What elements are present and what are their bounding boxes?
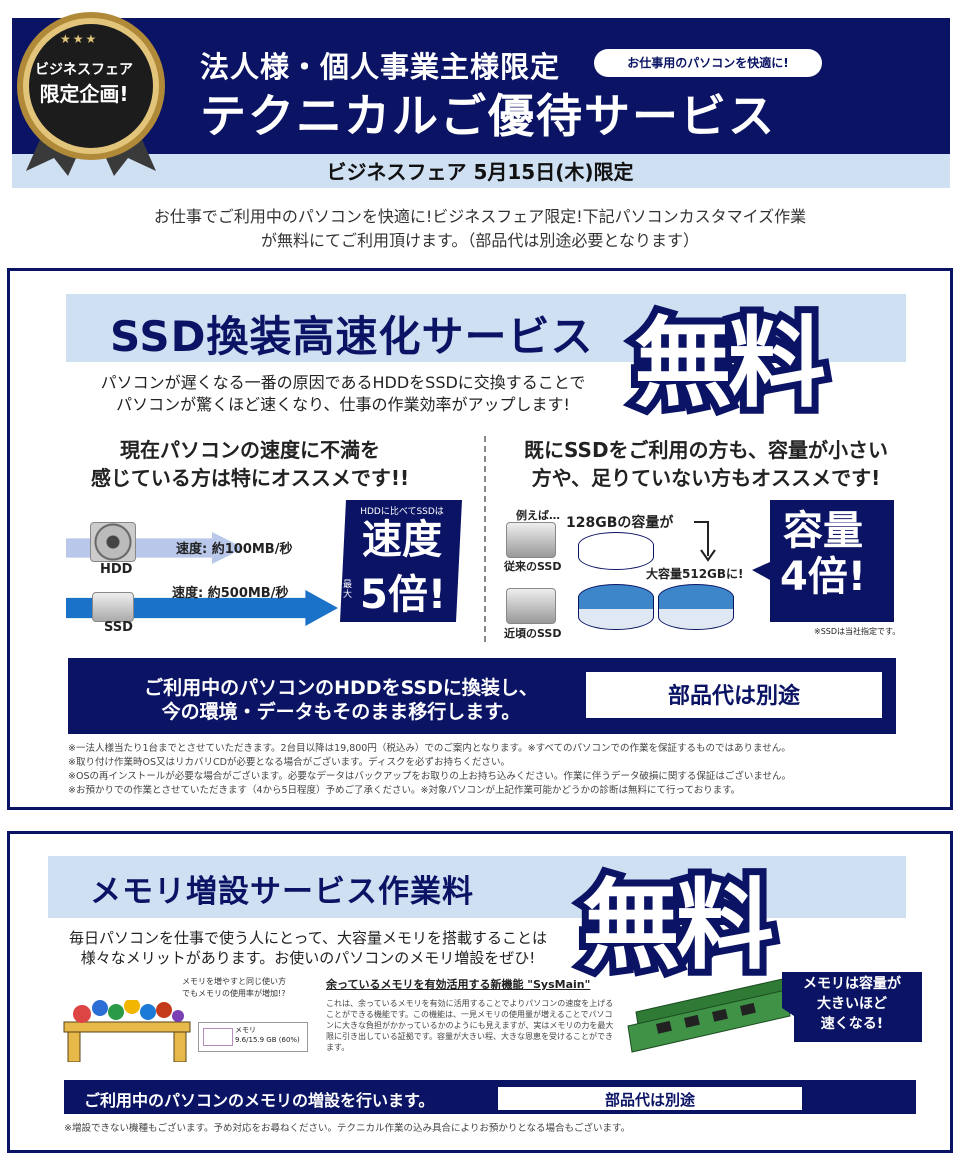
memory-badge-line3: 速くなる! (820, 1016, 884, 1032)
new-ssd-label: 近頃のSSD (504, 627, 562, 640)
memory-question-line2: でもメモリの使用率が増加!? (182, 989, 286, 998)
ssd-speed: 速度: 約500MB/秒 (172, 586, 289, 601)
header-title-small: 法人様・個人事業主様限定 (200, 50, 561, 84)
fair-badge-icon (17, 12, 165, 176)
ssd-notes: ※一法人様当たり1台までとさせていただきます。2台目以降は19,800円（税込み… (68, 742, 898, 798)
badge-stars: ★★★ (60, 32, 99, 46)
memory-parts-text: 部品代は別途 (604, 1091, 695, 1109)
badge-line1: ビジネスフェア (35, 62, 133, 78)
capacity-note: ※SSDは当社指定です。 (814, 627, 901, 636)
badge-text: ビジネスフェア 限定企画! (28, 58, 140, 106)
ssd-summary-text: ご利用中のパソコンのHDDをSSDに換装し、 今の環境・データもそのまま移行しま… (96, 676, 586, 724)
example-label: 例えば… (516, 509, 560, 522)
capacity-text: 容量 4倍! (752, 508, 894, 600)
memory-usage-box: メモリ 9.6/15.9 GB (60%) (198, 1022, 308, 1052)
ssd-left-head-line1: 現在パソコンの速度に不満を (120, 438, 380, 462)
speed-line2: 5倍! (360, 572, 447, 618)
apps-on-desk-icon (63, 1000, 191, 1062)
memory-note: ※増設できない機種もございます。予め対応をお尋ねください。テクニカル作業の込み具… (64, 1123, 631, 1134)
header-band (12, 18, 950, 154)
ssd-note: ※取り付け作業時OS又はリカバリCDが必要となる場合がございます。ディスクを必ず… (68, 757, 511, 768)
ssd-title-band (66, 294, 906, 362)
ssd-free-label: 無料 (627, 300, 833, 428)
memory-badge-text: メモリは容量が 大きいほど 速くなる! (782, 974, 922, 1034)
memory-desc-line1: 毎日パソコンを仕事で使う人にとって、大容量メモリを搭載することは (68, 929, 548, 947)
ssd-left-head-line2: 感じている方は特にオススメです!! (90, 466, 410, 490)
capacity-512-label: 大容量512GBに! (646, 567, 744, 581)
memory-title: メモリ増設サービス作業料 (90, 874, 474, 910)
intro-line2: が無料にてご利用頂けます。（部品代は別途必要となります） (261, 231, 699, 250)
hdd-speed: 速度: 約100MB/秒 (176, 542, 293, 557)
ssd-parts-box (586, 672, 882, 718)
ssd-label: SSD (104, 620, 133, 635)
memory-module-icon (627, 975, 801, 1053)
memory-question: メモリを増やすと同じ使い方 でもメモリの使用率が増加!? (182, 976, 286, 1000)
ssd-description: パソコンが遅くなる一番の原因であるHDDをSSDに交換することで パソコンが驚く… (40, 372, 646, 416)
down-arrow-icon (694, 521, 716, 562)
capacity-line1: 容量 (783, 508, 863, 554)
memory-section (7, 831, 953, 1153)
capacity-128-label: 128GBの容量が (566, 515, 674, 531)
memory-usage-label: メモリ (235, 1026, 256, 1034)
badge-line2: 限定企画! (39, 82, 129, 106)
capacity-burst-icon (752, 500, 894, 622)
capacity-line2: 4倍! (779, 554, 867, 600)
ssd-section (7, 268, 953, 810)
ssd-drive-icon (92, 592, 134, 622)
ssd-title: SSD換装高速化サービス (110, 312, 594, 361)
storage-cylinder-icon (658, 584, 734, 630)
memory-usage-value: 9.6/15.9 GB (60%) (235, 1036, 300, 1044)
storage-cylinder-icon (578, 584, 654, 630)
speed-caption: HDDに比べてSSDは (360, 507, 444, 517)
storage-cylinder-icon (578, 532, 654, 570)
memory-burst-icon (782, 972, 922, 1042)
header-date-band (12, 154, 950, 188)
intro-text: お仕事でご利用中のパソコンを快適に!ビジネスフェア限定!下記パソコンカスタマイズ… (30, 205, 930, 253)
intro-line1: お仕事でご利用中のパソコンを快適に!ビジネスフェア限定!下記パソコンカスタマイズ… (153, 207, 807, 226)
old-ssd-icon (506, 522, 556, 558)
new-ssd-icon (506, 588, 556, 624)
memory-free-label: 無料 (575, 862, 781, 990)
speed-line1: 速度 (362, 517, 442, 563)
hdd-drive-icon (90, 522, 136, 562)
memory-badge-line2: 大きいほど (817, 996, 887, 1012)
sysmain-title: 余っているメモリを有効活用する新機能 "SysMain" (326, 978, 591, 991)
dashed-divider (484, 436, 486, 642)
ssd-parts-text: 部品代は別途 (667, 684, 800, 709)
fair-date: ビジネスフェア 5月15日(木)限定 (326, 160, 634, 184)
ssd-desc-line2: パソコンが驚くほど速くなり、仕事の作業効率がアップします! (116, 395, 570, 414)
memory-usage-graph-icon (203, 1028, 233, 1046)
memory-summary-text: ご利用中のパソコンのメモリの増設を行います。 (84, 1091, 435, 1110)
ssd-right-head-line1: 既にSSDをご利用の方も、容量が小さい (524, 438, 888, 462)
memory-description: 毎日パソコンを仕事で使う人にとって、大容量メモリを搭載することは 様々なメリット… (34, 928, 582, 968)
speed-max-label: 最大 (343, 580, 353, 600)
ssd-desc-line1: パソコンが遅くなる一番の原因であるHDDをSSDに交換することで (100, 373, 586, 392)
header-title: テクニカルご優待サービス (200, 89, 776, 143)
memory-title-band (48, 856, 906, 918)
header-pill: お仕事用のパソコンを快適に! (594, 49, 822, 77)
memory-badge-line1: メモリは容量が (803, 976, 901, 992)
sysmain-body: これは、余っているメモリを有効に活用することでよりパソコンの速度を上げることがで… (326, 999, 614, 1052)
memory-desc-line2: 様々なメリットがあります。お使いのパソコンのメモリ増設をぜひ! (80, 949, 536, 967)
ssd-right-heading: 既にSSDをご利用の方も、容量が小さい 方や、足りていない方もオススメです! (496, 436, 916, 492)
ssd-note: ※お預かりでの作業とさせていただきます（4から5日程度）予めご了承ください。※対… (68, 785, 741, 796)
speed-burst-icon (340, 500, 462, 622)
hdd-label: HDD (100, 562, 133, 577)
memory-parts-box (498, 1087, 802, 1110)
ssd-note: ※一法人様当たり1台までとさせていただきます。2台目以降は19,800円（税込み… (68, 743, 791, 754)
ssd-right-head-line2: 方や、足りていない方もオススメです! (531, 466, 881, 490)
ssd-bar-line2: 今の環境・データもそのまま移行します。 (161, 701, 521, 723)
old-ssd-label: 従来のSSD (504, 560, 562, 573)
ssd-note: ※OSの再インストールが必要な場合がございます。必要なデータはバックアップをお取… (68, 771, 792, 782)
ssd-bar-line1: ご利用中のパソコンのHDDをSSDに換装し、 (144, 677, 538, 699)
memory-question-line1: メモリを増やすと同じ使い方 (182, 977, 286, 986)
ssd-left-heading: 現在パソコンの速度に不満を 感じている方は特にオススメです!! (40, 436, 460, 492)
